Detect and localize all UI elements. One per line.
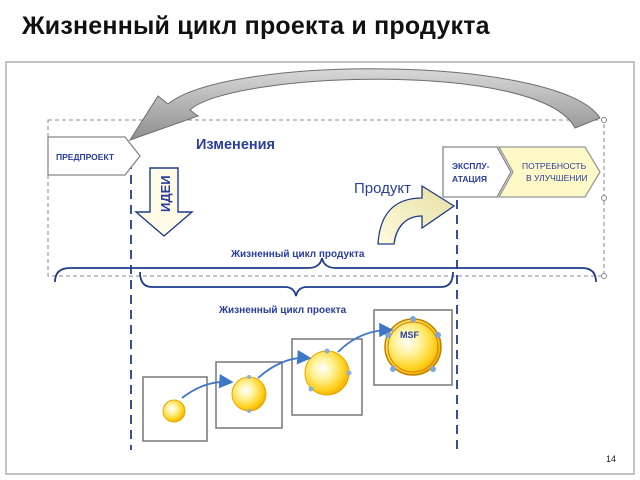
- band-handle: [601, 195, 607, 201]
- sun-node: [308, 386, 314, 392]
- msf-node: [410, 316, 416, 322]
- improvement-label-line1: ПОТРЕБНОСТЬ: [522, 161, 587, 171]
- operation-stage: [442, 146, 512, 198]
- product-label: Продукт: [354, 180, 411, 197]
- changes-label: Изменения: [196, 137, 275, 153]
- improvement-label-line2: В УЛУЧШЕНИИ: [526, 173, 588, 183]
- sun-node: [346, 370, 352, 376]
- operation-label-line2: АТАЦИЯ: [452, 174, 487, 184]
- stage-arrow-3: [337, 322, 394, 353]
- sun-stage-2: [231, 376, 267, 412]
- product-lifecycle-label: Жизненный цикл продукта: [230, 249, 365, 260]
- improvement-stage: [497, 146, 601, 198]
- sun-stage-1: [162, 399, 186, 423]
- msf-node: [385, 332, 391, 338]
- msf-label: MSF: [400, 330, 420, 340]
- slide-title: Жизненный цикл проекта и продукта: [22, 12, 490, 40]
- product-lifecycle-brace: [54, 257, 597, 283]
- project-lifecycle-brace: [139, 271, 454, 297]
- msf-node: [390, 366, 396, 372]
- preproject-stage: [47, 136, 141, 176]
- page-number: 14: [606, 454, 616, 464]
- product-arrow: [377, 184, 456, 245]
- msf-node: [435, 332, 441, 338]
- stage-arrow-2: [257, 349, 312, 379]
- msf-node: [430, 366, 436, 372]
- sun-node: [247, 409, 251, 413]
- sun-node: [247, 375, 251, 379]
- operation-label-line1: ЭКСПЛУ-: [452, 161, 490, 171]
- ideas-arrow: [134, 167, 194, 237]
- ideas-label: ИДЕИ: [158, 175, 173, 212]
- sun-node: [324, 348, 330, 354]
- project-lifecycle-label: Жизненный цикл проекта: [218, 305, 347, 316]
- preproject-label: ПРЕДПРОЕКТ: [56, 152, 115, 162]
- band-handle: [601, 273, 607, 279]
- stage-arrow-1: [181, 373, 234, 399]
- feedback-curved-arrow: [128, 68, 601, 141]
- band-handle: [601, 117, 607, 123]
